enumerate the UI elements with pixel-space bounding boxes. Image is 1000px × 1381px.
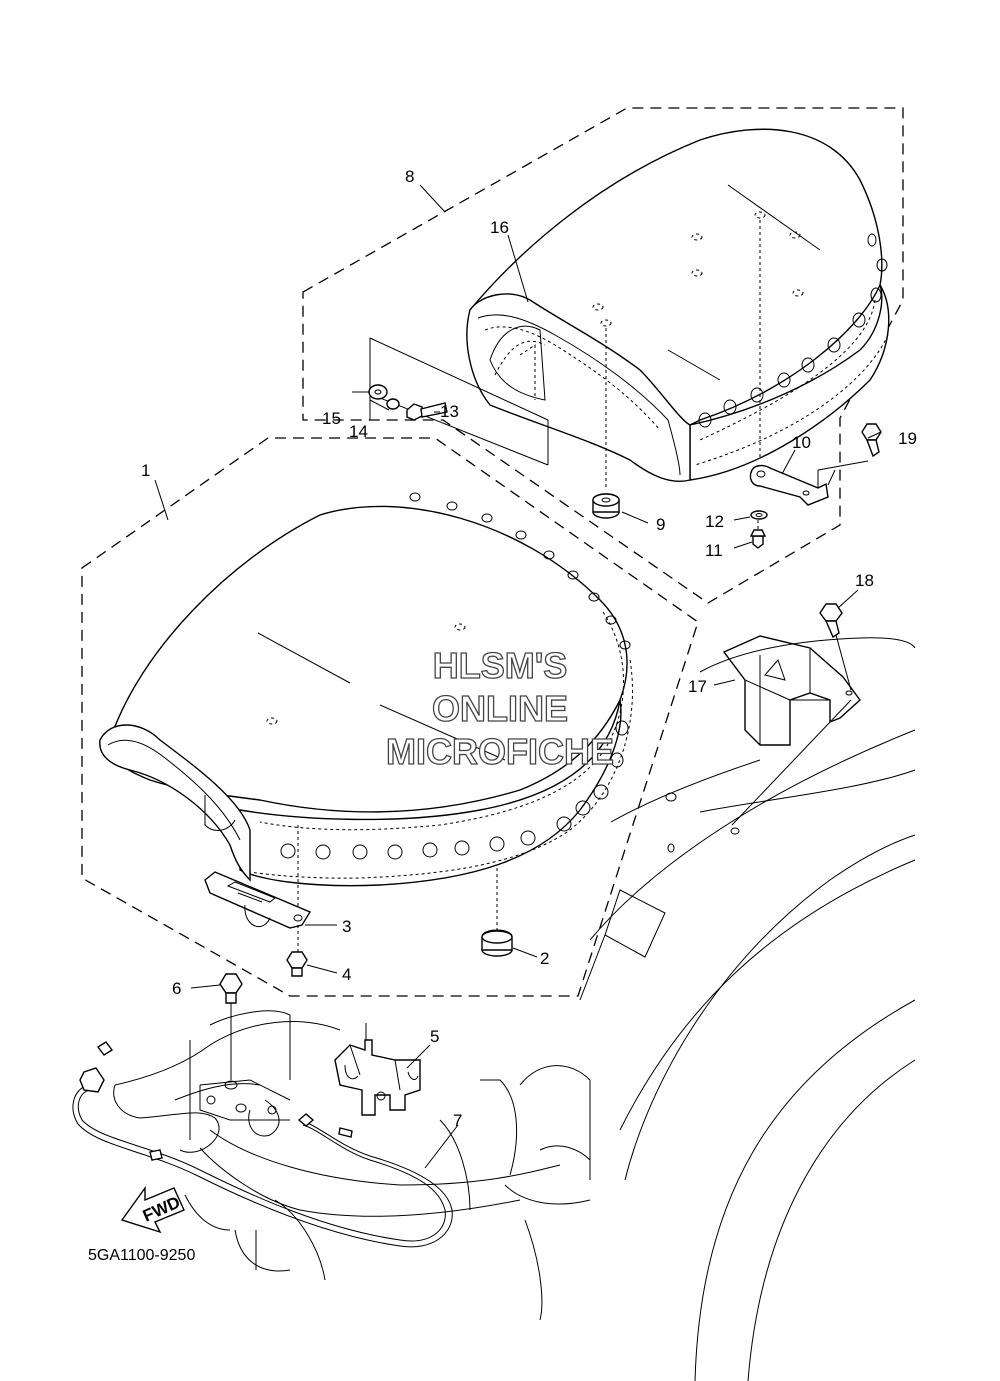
part-11-bolt bbox=[749, 529, 767, 549]
callout-17: 17 bbox=[688, 677, 707, 696]
callout-8: 8 bbox=[405, 167, 414, 186]
diagram-code: 5GA1100-9250 bbox=[88, 1247, 195, 1264]
part-12-washer bbox=[750, 510, 768, 520]
leader-lines bbox=[154, 184, 882, 1169]
part-14-spring-washer bbox=[386, 398, 400, 410]
part-15-washer bbox=[368, 384, 388, 400]
watermark-line-3: MICROFICHE bbox=[386, 731, 614, 772]
watermark: HLSM'S ONLINE MICROFICHE bbox=[385, 644, 614, 772]
part-18-bolt bbox=[819, 603, 843, 639]
front-seat bbox=[99, 492, 633, 930]
group-8-outline bbox=[302, 107, 904, 604]
watermark-line-1: HLSM'S bbox=[433, 645, 568, 686]
callout-9: 9 bbox=[656, 515, 665, 534]
part-13-bolt bbox=[406, 402, 448, 421]
callout-18: 18 bbox=[855, 571, 874, 590]
part-3-bracket bbox=[204, 871, 312, 929]
callout-15: 15 bbox=[322, 409, 341, 428]
callout-2: 2 bbox=[540, 949, 549, 968]
callout-16: 16 bbox=[490, 218, 509, 237]
fwd-arrow: FWD bbox=[120, 1185, 185, 1234]
part-2-damper bbox=[481, 929, 513, 957]
part-19-bolt bbox=[861, 423, 882, 458]
callout-13: 13 bbox=[440, 402, 459, 421]
part-9-damper bbox=[592, 493, 620, 519]
callout-3: 3 bbox=[342, 917, 351, 936]
part-4-bolt bbox=[286, 951, 308, 977]
callout-11: 11 bbox=[705, 541, 723, 560]
callout-19: 19 bbox=[898, 429, 917, 448]
callout-5: 5 bbox=[430, 1027, 439, 1046]
callout-14: 14 bbox=[349, 422, 368, 441]
callout-6: 6 bbox=[172, 979, 181, 998]
lower-frame bbox=[113, 1010, 591, 1321]
callout-7: 7 bbox=[453, 1111, 462, 1130]
frame-fender bbox=[579, 637, 916, 1381]
callout-12: 12 bbox=[705, 512, 724, 531]
callout-10: 10 bbox=[792, 433, 811, 452]
part-7-cable bbox=[72, 1041, 453, 1248]
part-6-bolt bbox=[219, 973, 243, 1004]
part-10-bracket bbox=[749, 460, 869, 506]
callout-1: 1 bbox=[141, 461, 150, 480]
callout-4: 4 bbox=[342, 965, 351, 984]
part-5-seat-lock bbox=[334, 1023, 421, 1116]
rear-seat bbox=[466, 128, 890, 490]
group-1-outline bbox=[81, 437, 699, 997]
part-17-bracket bbox=[722, 635, 861, 746]
watermark-line-2: ONLINE bbox=[432, 688, 568, 729]
